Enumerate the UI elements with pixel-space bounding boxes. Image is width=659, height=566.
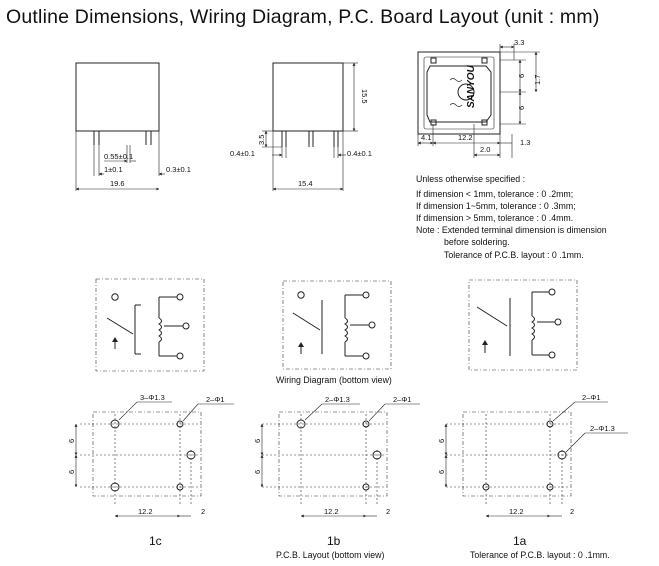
hole-label: 3–Φ1.3 xyxy=(140,393,165,402)
dim-label: 15.4 xyxy=(298,179,313,188)
note-line: before soldering. xyxy=(444,237,510,247)
wiring-caption: Wiring Diagram (bottom view) xyxy=(276,375,392,385)
outline-side-view: 15.5 3.5 0.4±0.1 0.4±0.1 15.4 xyxy=(230,62,372,191)
dim-label: 15.5 xyxy=(360,89,369,104)
dim-label: 6 xyxy=(67,470,76,474)
hole-label: 2–Φ1.3 xyxy=(325,395,350,404)
wiring-diagram-1b: Wiring Diagram (bottom view) xyxy=(276,280,392,385)
note-line: If dimension < 1mm, tolerance : 0 .2mm; xyxy=(416,189,573,199)
dim-label: 4.1 xyxy=(421,133,431,142)
relay-body-front xyxy=(75,62,160,132)
dim-label: 1±0.1 xyxy=(104,165,123,174)
outline-top-view: SANYOU 3.3 6 6 1.7 4.1 12.2 1.3 2.0 xyxy=(417,38,542,158)
dim-label: 19.6 xyxy=(110,179,125,188)
note-line: Tolerance of P.C.B. layout : 0 .1mm. xyxy=(444,250,584,260)
relay-body-side xyxy=(272,62,344,132)
hole-label: 2–Φ1 xyxy=(582,393,601,402)
dim-label: 2.0 xyxy=(480,145,490,154)
dim-label: 1.3 xyxy=(520,138,530,147)
wiring-diagram-1a xyxy=(468,279,578,371)
dim-label: 6 xyxy=(437,439,446,443)
outline-front-view: 0.55±0.1 1±0.1 0.3±0.1 19.6 xyxy=(75,62,191,191)
variant-label: 1a xyxy=(513,534,527,548)
note-line: Unless otherwise specified : xyxy=(416,174,525,184)
dim-label: 0.4±0.1 xyxy=(230,149,255,158)
dim-label: 0.55±0.1 xyxy=(104,152,133,161)
note-line: If dimension > 5mm, tolerance : 0 .4mm. xyxy=(416,213,573,223)
note-line: If dimension 1~5mm, tolerance : 0 .3mm; xyxy=(416,201,576,211)
pcb-tolerance: Tolerance of P.C.B. layout : 0 .1mm. xyxy=(470,550,610,560)
dim-label: 0.3±0.1 xyxy=(166,165,191,174)
dim-label: 6 xyxy=(253,470,262,474)
hole-label: 2–Φ1 xyxy=(393,395,412,404)
dim-label: 12.2 xyxy=(324,507,339,516)
dim-label: 12.2 xyxy=(138,507,153,516)
pcb-layout-1c: 3–Φ1.3 2–Φ1 6 6 12.2 2 1c xyxy=(67,393,234,548)
relay-body-top xyxy=(417,51,501,135)
dim-label: 6 xyxy=(517,106,526,110)
dim-label: 2 xyxy=(570,507,574,516)
tolerance-notes: Unless otherwise specified : If dimensio… xyxy=(416,174,607,260)
pcb-layout-1b: 2–Φ1.3 2–Φ1 6 6 12.2 2 1b P.C.B. Layout … xyxy=(253,395,420,560)
dim-label: 0.4±0.1 xyxy=(347,149,372,158)
dim-label: 3.5 xyxy=(257,135,266,145)
test-button xyxy=(457,83,475,101)
variant-label: 1b xyxy=(327,534,341,548)
dim-label: 12.2 xyxy=(509,507,524,516)
dim-label: 6 xyxy=(67,439,76,443)
label-frame xyxy=(426,65,492,123)
hole-label: 2–Φ1.3 xyxy=(590,424,615,433)
note-line: Note : Extended terminal dimension is di… xyxy=(416,225,607,235)
dim-label: 1.7 xyxy=(533,75,542,85)
dim-label: 12.2 xyxy=(458,133,473,142)
hole-label: 2–Φ1 xyxy=(206,395,225,404)
dim-label: 6 xyxy=(253,439,262,443)
brand-mark: SANYOU xyxy=(466,64,477,108)
dim-label: 3.3 xyxy=(514,38,524,47)
dim-label: 6 xyxy=(437,470,446,474)
dim-label: 2 xyxy=(201,507,205,516)
dim-label: 6 xyxy=(517,74,526,78)
page-title: Outline Dimensions, Wiring Diagram, P.C.… xyxy=(6,6,600,28)
dim-label: 2 xyxy=(386,507,390,516)
pcb-layout-1a: 2–Φ1 2–Φ1.3 6 6 12.2 2 1a Tolerance of P… xyxy=(437,393,628,560)
wiring-diagram-1c xyxy=(95,278,205,372)
pcb-caption: P.C.B. Layout (bottom view) xyxy=(276,550,384,560)
variant-label: 1c xyxy=(149,534,162,548)
